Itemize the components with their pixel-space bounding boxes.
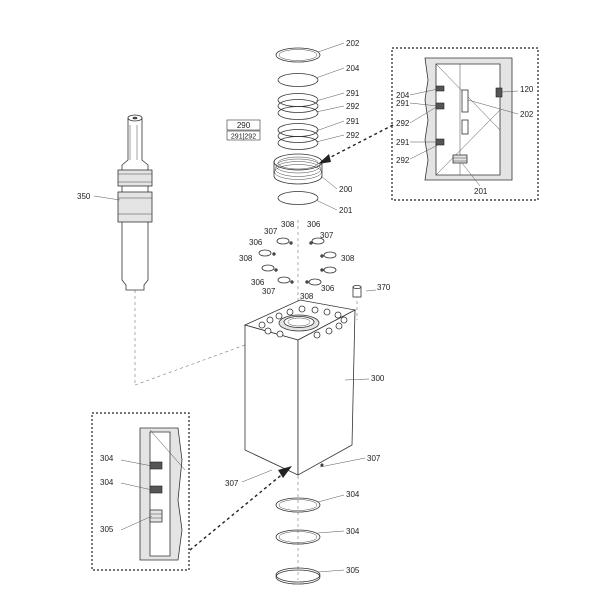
- callout-306-d: 306: [321, 284, 335, 293]
- callout-306-a: 306: [307, 220, 321, 229]
- seal-291-a: [277, 93, 319, 113]
- kit-290-number: 290: [237, 121, 251, 130]
- kit-290-contents: 291|292: [231, 134, 256, 141]
- callout-308-b: 308: [239, 254, 253, 263]
- detail-callout-292-2: 292: [396, 156, 410, 165]
- callout-300: 300: [371, 374, 385, 383]
- detail-callout-120: 120: [520, 85, 534, 94]
- callout-292-b: 292: [346, 131, 360, 140]
- callout-291-a: 291: [346, 89, 360, 98]
- leader-lines: [93, 42, 519, 573]
- oring-201: [277, 191, 319, 205]
- callout-291-b: 291: [346, 117, 360, 126]
- callout-308-a: 308: [281, 220, 295, 229]
- callout-307-b: 307: [320, 231, 334, 240]
- callout-350: 350: [77, 192, 91, 201]
- seal-291-b: [277, 123, 319, 143]
- callout-292-a: 292: [346, 102, 360, 111]
- kit-290-label: 290 291|292: [226, 119, 261, 141]
- callout-304-b: 304: [346, 527, 360, 536]
- shaft-350: [117, 114, 153, 291]
- callout-305: 305: [346, 566, 360, 575]
- detail-callout-201: 201: [474, 187, 488, 196]
- detail-callout-304-1: 304: [100, 454, 114, 463]
- callouts: 202 204 291 292 291 292 200 201 350 308 …: [77, 39, 534, 575]
- callout-307-a: 307: [264, 227, 278, 236]
- callout-307-c-small: 307: [262, 287, 276, 296]
- detail-callout-305: 305: [100, 525, 114, 534]
- ring-305-lower: [275, 567, 321, 585]
- ring-204-top: [277, 73, 319, 87]
- seal-292-b: [277, 136, 319, 150]
- detail-view-top: [391, 47, 539, 201]
- callout-200: 200: [339, 185, 353, 194]
- callout-204-top: 204: [346, 64, 360, 73]
- callout-202-top: 202: [346, 39, 360, 48]
- assembly-axis-lines: [134, 220, 358, 580]
- detail-pointer-arrows: [189, 124, 394, 551]
- callout-306-b: 306: [249, 238, 263, 247]
- callout-306-c: 306: [251, 278, 265, 287]
- detail-callout-204: 204: [396, 91, 410, 100]
- seal-304-lower-a: [275, 497, 321, 513]
- detail-callout-304-2: 304: [100, 478, 114, 487]
- callout-304-a: 304: [346, 490, 360, 499]
- gland-200: [273, 153, 323, 185]
- detail-view-bottom: [91, 412, 190, 571]
- detail-callout-202: 202: [520, 110, 534, 119]
- callout-201: 201: [339, 206, 353, 215]
- housing-300: [243, 299, 357, 476]
- callout-370: 370: [377, 283, 391, 292]
- callout-308-c: 308: [341, 254, 355, 263]
- detail-callout-291-1: 291: [396, 99, 410, 108]
- callout-307-right: 307: [367, 454, 381, 463]
- small-seals-cluster: [258, 237, 337, 286]
- callout-307-left: 307: [225, 479, 239, 488]
- detail-callout-292-1: 292: [396, 119, 410, 128]
- seal-304-lower-b: [275, 529, 321, 545]
- seal-292-a: [277, 106, 319, 120]
- ring-202-top: [275, 47, 321, 63]
- pin-370: [352, 284, 362, 298]
- callout-308-d: 308: [300, 292, 314, 301]
- detail-callout-291-2: 291: [396, 138, 410, 147]
